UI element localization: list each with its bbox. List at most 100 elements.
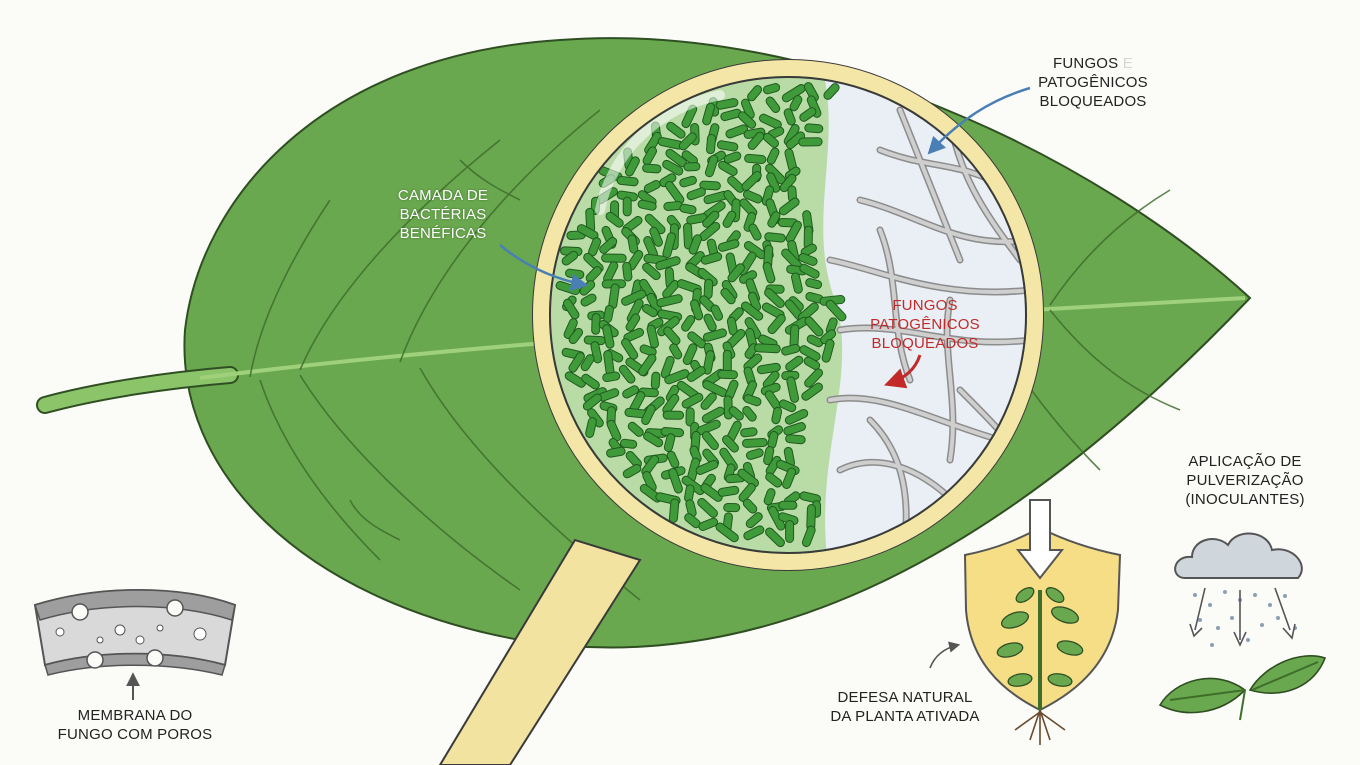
bacterium — [621, 338, 639, 360]
bacterium — [642, 163, 662, 174]
bacterium — [786, 376, 800, 403]
fungal-hypha-highlight — [945, 298, 955, 462]
bacterium — [622, 261, 633, 282]
bacterium — [562, 298, 580, 320]
bacterium — [718, 160, 738, 177]
label-fungi-top-line1: FUNGOS — [1053, 55, 1119, 72]
label-defense-line2: DA PLANTA ATIVADA — [830, 708, 980, 725]
label-blocked-line3: BLOQUEADOS — [871, 335, 979, 352]
bacterium — [681, 314, 696, 332]
bacterium — [785, 520, 795, 543]
bacterium — [576, 224, 599, 240]
bacterium — [666, 121, 686, 139]
bacterium — [681, 392, 704, 409]
bacterium — [704, 154, 719, 178]
bacterium — [716, 140, 739, 152]
bacterium — [723, 503, 741, 513]
label-bacteria-line1: CAMADA DE — [397, 187, 489, 204]
fungal-hypha-highlight — [898, 108, 962, 262]
bacterium — [642, 262, 661, 281]
bacterium — [742, 437, 768, 448]
bacterium — [803, 356, 821, 370]
label-plant-defense: DEFESA NATURAL DA PLANTA ATIVADA — [820, 688, 990, 726]
bacterium — [568, 327, 584, 345]
bacterium — [722, 210, 737, 228]
bacterium — [823, 83, 840, 100]
bacterium — [699, 180, 721, 191]
bacterium — [678, 132, 697, 151]
bacterium — [581, 373, 600, 390]
bacterium — [682, 343, 698, 365]
bacterium — [759, 113, 782, 130]
fungal-hypha-highlight — [878, 228, 912, 382]
fungal-hypha-highlight — [828, 396, 1002, 442]
bacterium — [641, 404, 656, 425]
bacterium — [745, 512, 763, 529]
bacterium — [662, 159, 684, 176]
bacterium — [717, 239, 740, 252]
bacterium — [625, 313, 641, 332]
bacterium — [740, 427, 758, 438]
bacterium — [606, 446, 626, 458]
bacterium — [715, 98, 739, 110]
label-membrane-line2: FUNGO COM POROS — [57, 726, 213, 743]
pointer-arrow-fungi-top — [927, 86, 1031, 155]
bacterium — [702, 328, 727, 342]
bacterium — [799, 345, 821, 361]
bacterium — [697, 497, 718, 518]
bacterium — [745, 448, 764, 460]
bacterium — [702, 210, 720, 228]
bacterium — [804, 123, 824, 134]
bacterium — [702, 350, 715, 375]
label-spray-line2: PULVERIZAÇÃO — [1186, 472, 1304, 489]
bacterium — [668, 467, 683, 494]
shield-icon — [963, 499, 1122, 712]
bacterium — [785, 131, 806, 150]
bacterium — [789, 95, 803, 112]
bacterium — [778, 500, 798, 510]
membrane-icon — [33, 589, 237, 700]
bacterium — [771, 406, 783, 425]
magnifier-handle — [438, 538, 642, 765]
bacterium — [555, 280, 581, 296]
label-bacteria-line2: BACTÉRIAS — [399, 206, 487, 223]
bacterium — [804, 368, 824, 388]
bacterium — [785, 355, 804, 372]
bacterium — [644, 213, 666, 235]
bacterium — [761, 185, 775, 206]
bacterium — [762, 83, 781, 95]
bacterium — [664, 369, 690, 385]
bacterium — [649, 226, 663, 247]
bacterium — [656, 294, 683, 308]
bacterium — [763, 446, 775, 466]
bacteria-layer — [555, 82, 847, 548]
bacterium — [695, 460, 719, 475]
bacterium — [642, 303, 658, 318]
bacterium — [737, 111, 757, 129]
bacterium — [706, 133, 716, 155]
bacterium — [743, 394, 762, 407]
bacterium — [663, 433, 676, 452]
bacterium — [663, 326, 681, 346]
bacterium — [727, 263, 745, 283]
bacterium — [662, 410, 685, 420]
bacterium — [765, 472, 783, 488]
bacterium — [580, 293, 597, 307]
bacterium — [799, 107, 817, 122]
bacterium — [685, 407, 695, 427]
bacterium — [686, 187, 706, 201]
bacterium — [747, 85, 763, 102]
bacterium — [806, 334, 824, 348]
bacterium — [710, 304, 724, 321]
bacterium — [727, 175, 745, 193]
bacterium — [798, 253, 818, 266]
bacterium — [764, 288, 785, 309]
bacterium — [725, 124, 749, 139]
bacterium — [781, 343, 801, 356]
bacterium — [790, 272, 803, 294]
bacterium — [669, 343, 683, 360]
bacterium — [765, 96, 781, 113]
bacterium — [599, 236, 618, 254]
bacterium — [638, 353, 657, 377]
